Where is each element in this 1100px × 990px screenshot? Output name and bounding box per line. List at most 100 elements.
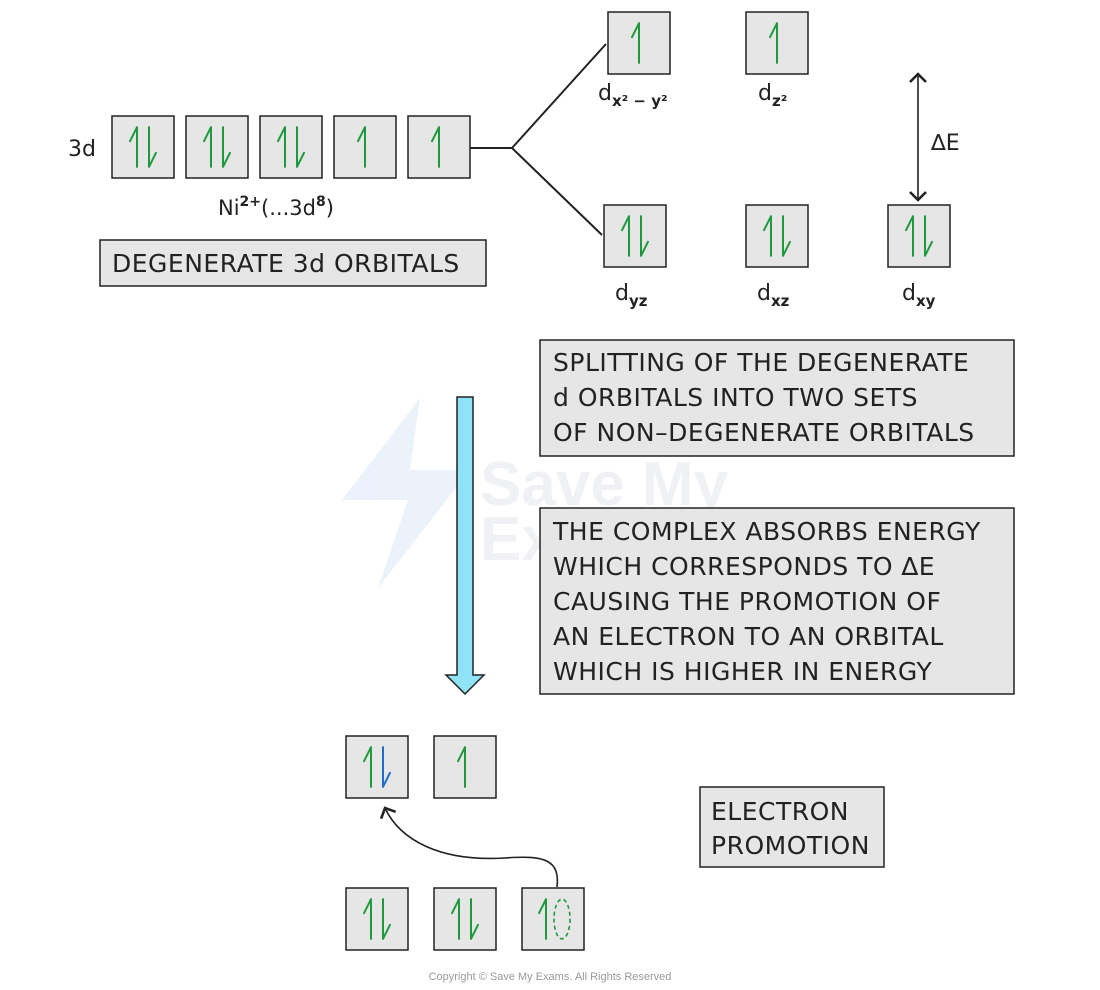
- text-line: AN ELECTRON TO AN ORBITAL: [553, 622, 944, 651]
- spin-down-electron-icon: [382, 898, 391, 940]
- spin-up-electron-icon: [457, 746, 466, 788]
- ion-charge: 2+: [240, 194, 261, 210]
- vacated-electron-icon: [553, 898, 571, 940]
- split-line-lower: [511, 147, 603, 236]
- text-line: OF NON–DEGENERATE ORBITALS: [553, 418, 975, 447]
- orbital-box: [521, 887, 585, 951]
- orbital-box: [259, 115, 323, 179]
- electron-promotion-text: ELECTRON PROMOTION: [711, 797, 870, 860]
- spin-down-electron-icon: [296, 126, 305, 168]
- label-dxy-sub: xy: [916, 292, 936, 310]
- spin-up-electron-icon: [905, 215, 914, 257]
- ion-config-close: ): [326, 196, 334, 220]
- degenerate-orbital: [333, 115, 397, 179]
- spin-up-electron-icon: [769, 22, 778, 64]
- degenerate-label-text: DEGENERATE 3d ORBITALS: [112, 249, 460, 278]
- spin-up-electron-icon: [203, 126, 212, 168]
- promoted-lower-orbital: [521, 887, 585, 951]
- degenerate-orbital: [259, 115, 323, 179]
- spin-down-electron-icon: [782, 215, 791, 257]
- degenerate-orbital: [111, 115, 175, 179]
- spin-up-electron-icon: [431, 126, 440, 168]
- label-dyz: dyz: [615, 281, 648, 310]
- energy-absorption-arrow: [444, 396, 486, 696]
- spin-up-electron-icon: [451, 898, 460, 940]
- label-dyz-sub: yz: [629, 292, 648, 310]
- spin-down-electron-icon: [222, 126, 231, 168]
- spin-up-electron-icon: [538, 898, 547, 940]
- spin-up-electron-icon: [129, 126, 138, 168]
- promoted-lower-orbital: [433, 887, 497, 951]
- watermark-bolt-icon: [342, 398, 470, 588]
- spin-down-electron-icon: [924, 215, 933, 257]
- orbital-box: [345, 887, 409, 951]
- promoted-lower-orbital: [345, 887, 409, 951]
- text-line: THE COMPLEX ABSORBS ENERGY: [552, 517, 981, 546]
- orbital-box: [345, 735, 409, 799]
- label-dyz-base: d: [615, 281, 629, 306]
- degenerate-orbital: [185, 115, 249, 179]
- promoted-electron-icon: [382, 746, 391, 788]
- spin-down-electron-icon: [470, 898, 479, 940]
- spin-down-electron-icon: [148, 126, 157, 168]
- lower-orbital-set: [603, 204, 951, 268]
- label-dxy: dxy: [902, 281, 936, 310]
- orbital-box: [185, 115, 249, 179]
- spin-up-electron-icon: [357, 126, 366, 168]
- degenerate-orbital: [407, 115, 471, 179]
- text-line: PROMOTION: [711, 831, 870, 860]
- label-dxy-base: d: [902, 281, 916, 306]
- spin-up-electron-icon: [621, 215, 630, 257]
- label-dx2y2: dx² − y²: [598, 81, 668, 110]
- degenerate-label-box: [99, 239, 487, 287]
- orbital-box: [887, 204, 951, 268]
- splitting-description-box: [539, 339, 1015, 457]
- spin-up-electron-icon: [363, 746, 372, 788]
- ion-config-exponent: 8: [316, 194, 326, 210]
- lower-orbital: [603, 204, 667, 268]
- orbital-box: [603, 204, 667, 268]
- orbital-box: [745, 204, 809, 268]
- lower-orbital: [745, 204, 809, 268]
- ion-base: Ni: [218, 196, 240, 220]
- upper-orbital-set: [607, 11, 809, 75]
- text-line: WHICH CORRESPONDS TO ∆E: [553, 552, 935, 581]
- promoted-upper-orbitals: [345, 735, 497, 799]
- promotion-curved-arrow: [379, 806, 559, 888]
- spin-up-electron-icon: [631, 22, 640, 64]
- orbital-box: [433, 887, 497, 951]
- text-line: d ORBITALS INTO TWO SETS: [553, 383, 918, 412]
- label-dx2y2-base: d: [598, 81, 612, 106]
- text-line: ELECTRON: [711, 797, 849, 826]
- upper-orbital: [607, 11, 671, 75]
- spin-up-electron-icon: [277, 126, 286, 168]
- lower-orbital: [887, 204, 951, 268]
- delta-e-label: ∆E: [930, 131, 960, 156]
- label-dz2-sub: z²: [772, 92, 787, 110]
- orbital-box: [111, 115, 175, 179]
- electron-promotion-box: [699, 786, 885, 868]
- promoted-upper-orbital: [433, 735, 497, 799]
- label-dxz-sub: xz: [771, 292, 790, 310]
- label-dxz-base: d: [757, 281, 771, 306]
- label-dx2y2-sub: x² − y²: [612, 92, 668, 110]
- spin-down-electron-icon: [640, 215, 649, 257]
- ion-configuration: Ni2+(...3d8): [218, 194, 334, 220]
- split-line-upper: [511, 43, 607, 149]
- spin-up-electron-icon: [763, 215, 772, 257]
- promoted-lower-orbitals: [345, 887, 585, 951]
- label-dz2: dz²: [758, 81, 787, 110]
- absorption-description-text: THE COMPLEX ABSORBS ENERGY WHICH CORRESPO…: [552, 517, 981, 686]
- degenerate-orbital-row: [111, 115, 471, 179]
- upper-orbital: [745, 11, 809, 75]
- label-dxz: dxz: [757, 281, 790, 310]
- absorption-description-box: [539, 507, 1015, 695]
- text-line: CAUSING THE PROMOTION OF: [553, 587, 941, 616]
- label-dz2-base: d: [758, 81, 772, 106]
- ion-config: (...3d: [261, 196, 316, 220]
- copyright-text: Copyright © Save My Exams. All Rights Re…: [429, 971, 672, 983]
- text-line: SPLITTING OF THE DEGENERATE: [553, 348, 969, 377]
- promoted-upper-orbital: [345, 735, 409, 799]
- spin-up-electron-icon: [363, 898, 372, 940]
